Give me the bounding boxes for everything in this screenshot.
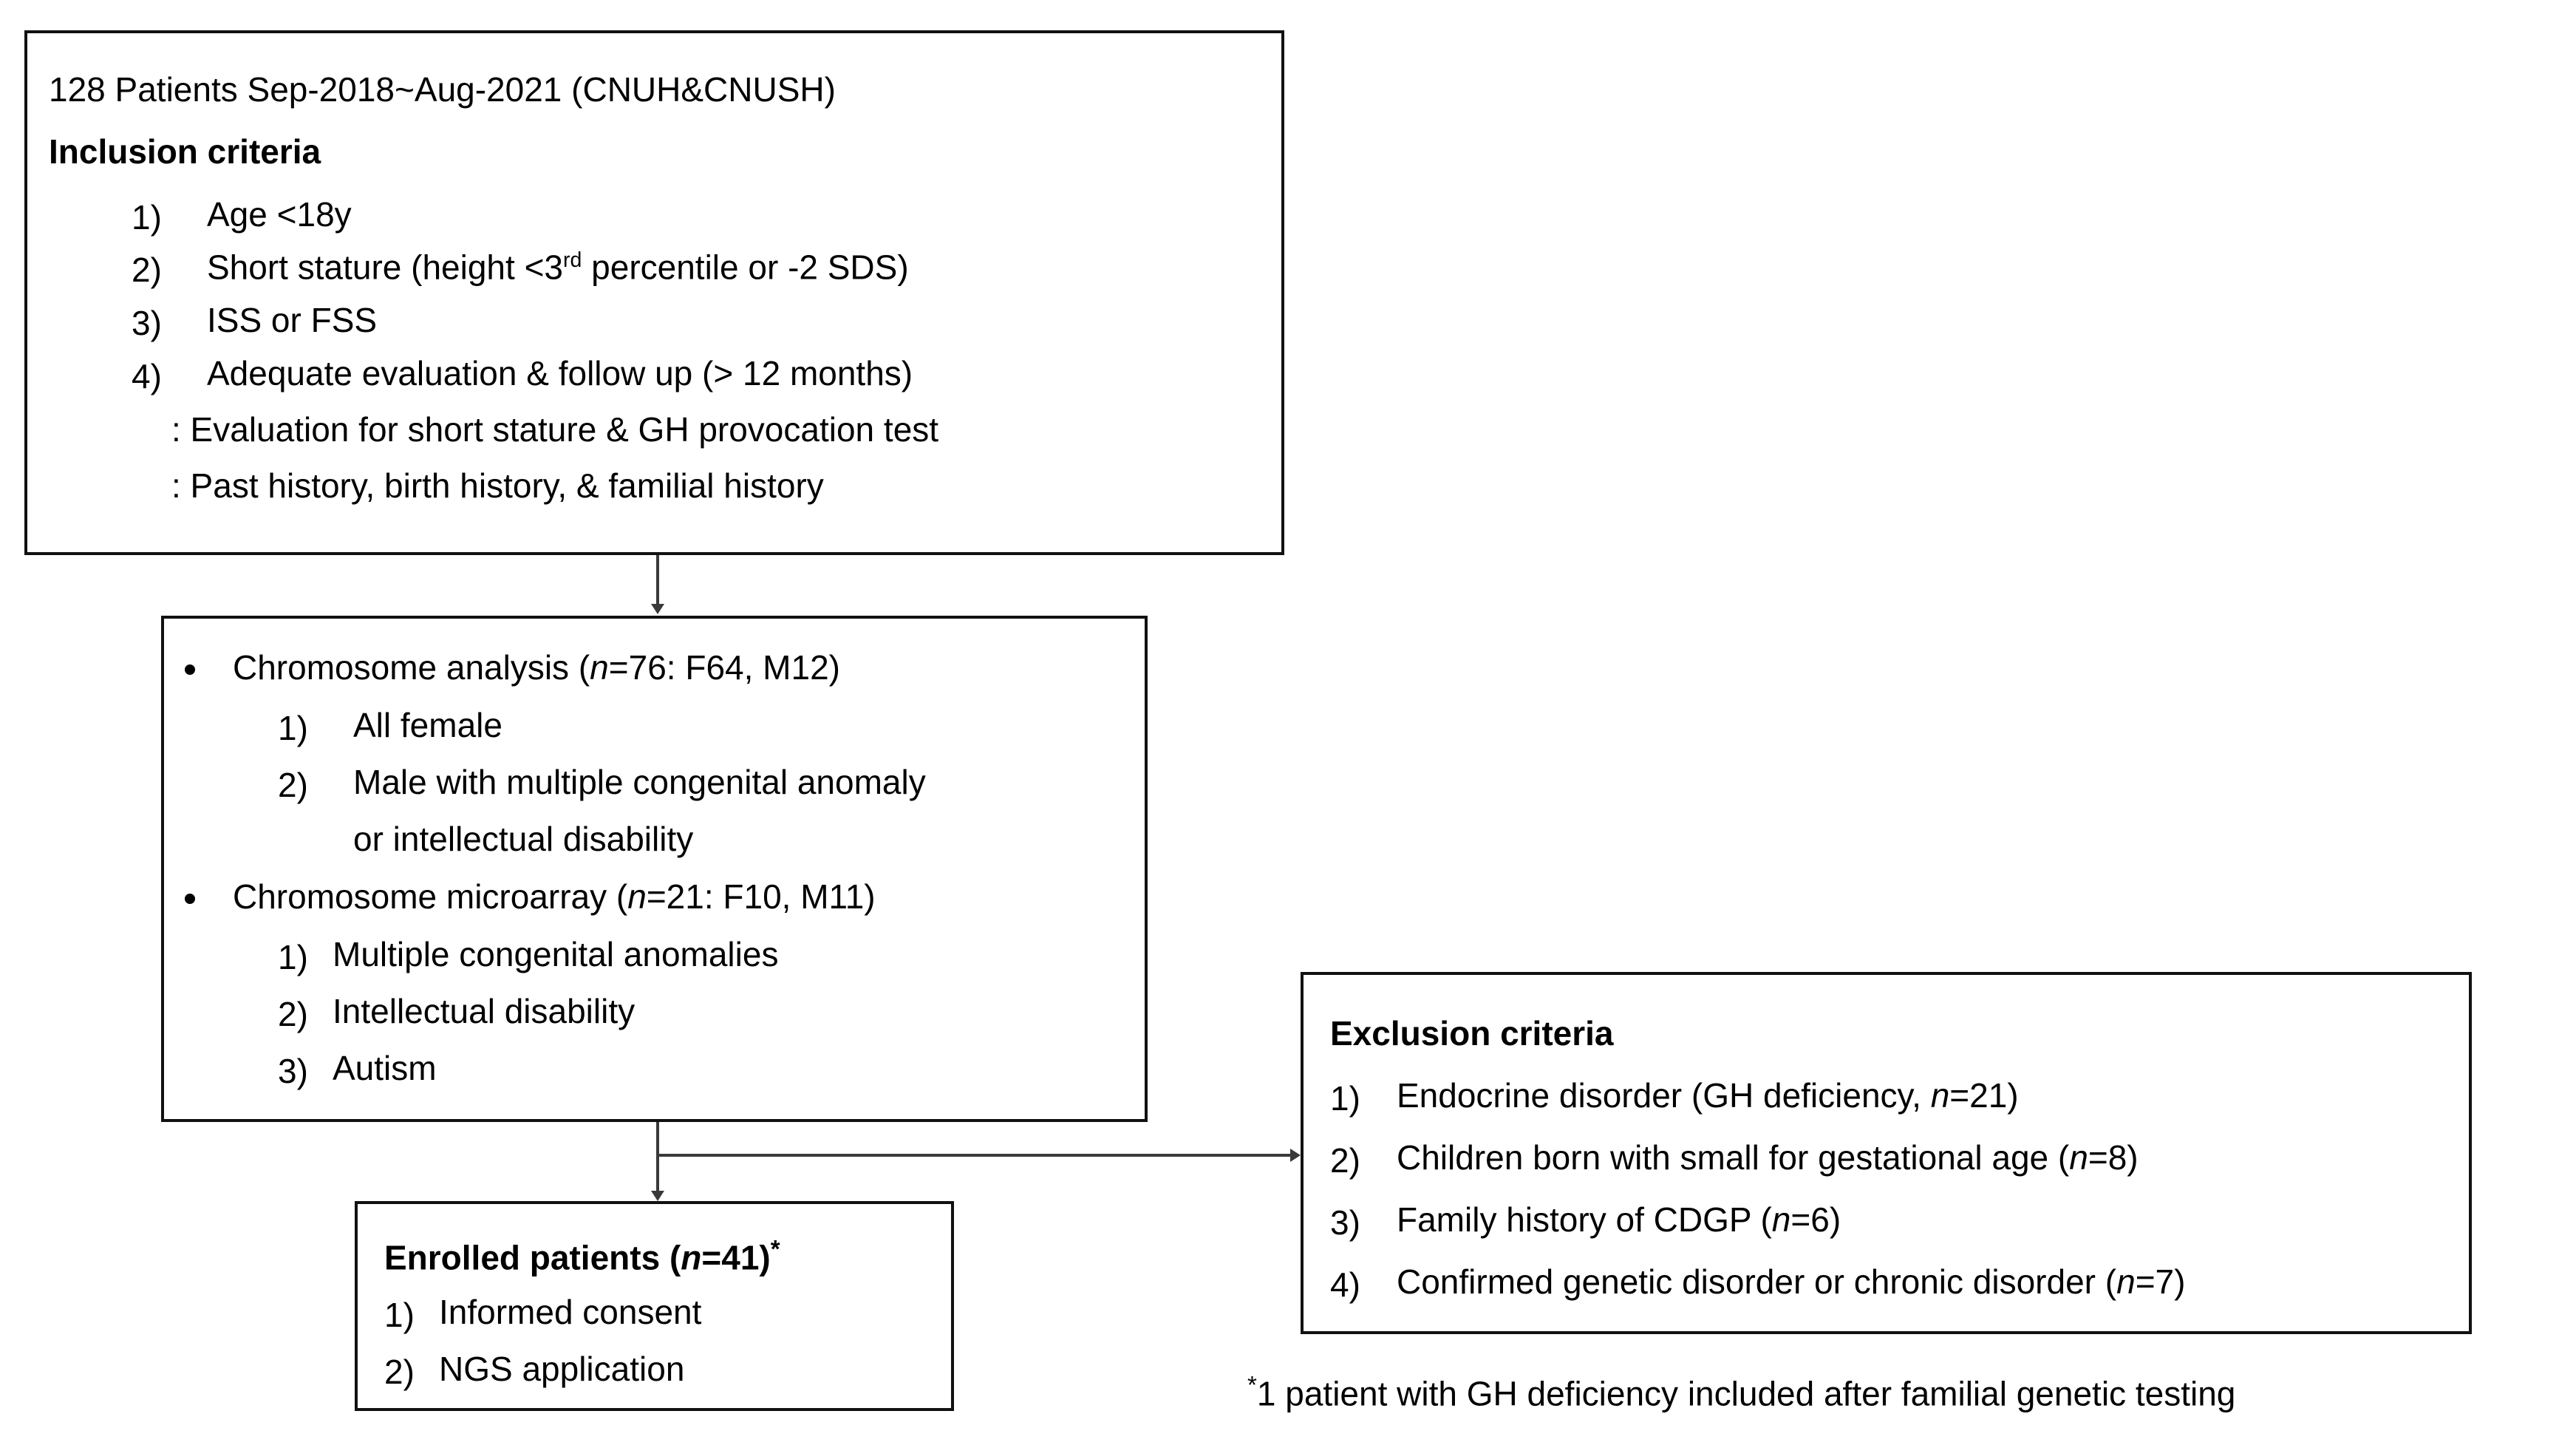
testing-group-2-item-2-number: 2) (278, 995, 308, 1033)
testing-group-1-item-2-continuation: or intellectual disability (353, 820, 694, 858)
inclusion-item-1-number: 1) (132, 198, 162, 237)
exclusion-item-4-n: n (2116, 1262, 2136, 1301)
inclusion-note-2: : Past history, birth history, & familia… (171, 466, 824, 505)
exclusion-item-4-text-post: =7) (2135, 1262, 2186, 1301)
testing-group-2-item-1-number: 1) (278, 938, 308, 976)
exclusion-item-3-text: Family history of CDGP (n=6) (1397, 1203, 1841, 1237)
exclusion-item-4-text-pre: Confirmed genetic disorder or chronic di… (1397, 1262, 2117, 1301)
testing-group-1-item-2-text: Male with multiple congenital anomaly (353, 763, 926, 801)
enrolled-item-2-number: 2) (384, 1353, 415, 1391)
testing-group-2-item-2-text: Intellectual disability (333, 992, 636, 1030)
testing-group-1-item-1-number: 1) (278, 709, 308, 747)
inclusion-item-1-text: Age <18y (207, 195, 352, 234)
exclusion-item-2-n: n (2069, 1138, 2088, 1177)
testing-group-1-bullet (185, 664, 195, 675)
exclusion-item-1-text-post: =21) (1949, 1076, 2019, 1115)
testing-group-1-label-post: =76: F64, M12) (608, 648, 840, 687)
exclusion-item-4-number: 4) (1330, 1265, 1360, 1304)
testing-group-1-item-2-number: 2) (278, 766, 308, 804)
connector-testing-to-exclusion (656, 1154, 1290, 1157)
exclusion-item-2-text: Children born with small for gestational… (1397, 1140, 2139, 1174)
inclusion-item-4-number: 4) (132, 357, 162, 395)
connector-inclusion-to-testing (656, 555, 659, 604)
testing-group-2-label: Chromosome microarray (n=21: F10, M11) (233, 880, 876, 914)
exclusion-item-1-text: Endocrine disorder (GH deficiency, n=21) (1397, 1078, 2019, 1112)
exclusion-item-3-text-pre: Family history of CDGP ( (1397, 1200, 1772, 1239)
testing-group-1-label-n: n (590, 648, 609, 687)
chromosome-testing-box (161, 616, 1148, 1122)
connector-testing-to-exclusion-arrowhead (1290, 1149, 1301, 1162)
testing-group-1-item-1-text: All female (353, 706, 502, 744)
enrolled-title-pre: Enrolled patients ( (384, 1238, 681, 1277)
testing-group-1-label: Chromosome analysis (n=76: F64, M12) (233, 650, 840, 684)
enrolled-item-1-text: Informed consent (439, 1293, 702, 1331)
enrolled-item-1-number: 1) (384, 1296, 415, 1334)
exclusion-item-1-number: 1) (1330, 1079, 1360, 1118)
enrolled-title-asterisk: * (770, 1236, 780, 1263)
inclusion-note-1: : Evaluation for short stature & GH prov… (171, 410, 939, 449)
enrolled-title: Enrolled patients (n=41)* (384, 1237, 780, 1274)
inclusion-item-4-text: Adequate evaluation & follow up (> 12 mo… (207, 354, 913, 392)
inclusion-criteria-box (24, 30, 1284, 555)
footnote-asterisk: * (1247, 1372, 1257, 1399)
testing-group-2-label-n: n (627, 877, 647, 916)
testing-group-2-item-1-text: Multiple congenital anomalies (333, 935, 779, 973)
inclusion-item-2-number: 2) (132, 251, 162, 289)
exclusion-item-3-number: 3) (1330, 1203, 1360, 1242)
connector-inclusion-to-testing-arrowhead (651, 604, 664, 614)
inclusion-item-2-superscript: rd (563, 248, 582, 272)
inclusion-item-2-text: Short stature (height <3rd percentile or… (207, 248, 909, 287)
exclusion-item-3-n: n (1771, 1200, 1791, 1239)
inclusion-item-2-text-post: percentile or -2 SDS) (582, 248, 909, 287)
inclusion-item-3-number: 3) (132, 304, 162, 342)
inclusion-subtitle: Inclusion criteria (49, 132, 321, 171)
exclusion-item-3-text-post: =6) (1790, 1200, 1841, 1239)
exclusion-item-1-n: n (1930, 1076, 1950, 1115)
connector-testing-to-enrolled-arrowhead (651, 1191, 664, 1201)
exclusion-criteria-box (1301, 972, 2472, 1334)
exclusion-item-4-text: Confirmed genetic disorder or chronic di… (1397, 1265, 2185, 1299)
testing-group-2-label-pre: Chromosome microarray ( (233, 877, 628, 916)
footnote-text: 1 patient with GH deficiency included af… (1256, 1374, 2236, 1413)
enrolled-item-2-text: NGS application (439, 1350, 685, 1388)
testing-group-2-item-3-number: 3) (278, 1052, 308, 1090)
testing-group-2-label-post: =21: F10, M11) (646, 877, 876, 916)
inclusion-item-3-text: ISS or FSS (207, 301, 378, 339)
enrolled-patients-box (355, 1201, 954, 1411)
testing-group-2-item-3-text: Autism (333, 1049, 437, 1087)
inclusion-item-2-text-pre: Short stature (height <3 (207, 248, 564, 287)
exclusion-item-2-number: 2) (1330, 1141, 1360, 1180)
exclusion-title: Exclusion criteria (1330, 1014, 1614, 1053)
inclusion-header: 128 Patients Sep-2018~Aug-2021 (CNUH&CNU… (49, 70, 836, 109)
exclusion-item-1-text-pre: Endocrine disorder (GH deficiency, (1397, 1076, 1931, 1115)
footnote: *1 patient with GH deficiency included a… (1247, 1373, 2235, 1410)
enrolled-title-post: =41) (701, 1238, 771, 1277)
enrolled-title-n: n (681, 1238, 702, 1277)
testing-group-2-bullet (185, 894, 195, 904)
exclusion-item-2-text-post: =8) (2088, 1138, 2139, 1177)
exclusion-item-2-text-pre: Children born with small for gestational… (1397, 1138, 2070, 1177)
testing-group-1-label-pre: Chromosome analysis ( (233, 648, 590, 687)
